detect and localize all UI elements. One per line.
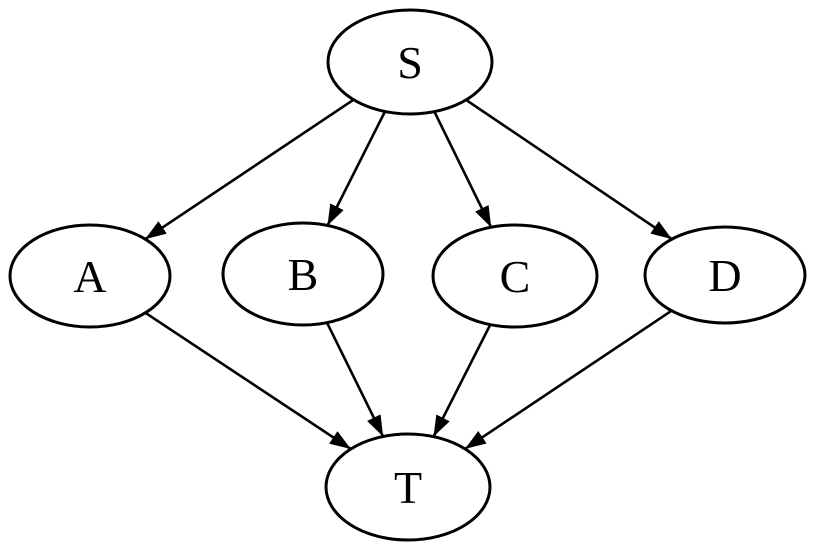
node-label: S bbox=[397, 37, 423, 88]
edge-S-A bbox=[144, 98, 355, 241]
edge-S-C bbox=[433, 111, 493, 228]
node-ellipse bbox=[324, 432, 492, 542]
node-label: C bbox=[500, 251, 531, 302]
node-ellipse bbox=[431, 223, 599, 329]
node-ellipse bbox=[326, 8, 494, 116]
node-label: A bbox=[73, 251, 106, 302]
edge-S-B bbox=[326, 110, 387, 227]
node-T: T bbox=[324, 432, 492, 542]
node-A: A bbox=[8, 223, 172, 329]
nodes-layer: S A B C D T bbox=[8, 8, 807, 542]
edge-A-T bbox=[144, 311, 352, 451]
node-label: D bbox=[708, 250, 741, 301]
edges-layer bbox=[144, 98, 673, 451]
node-S: S bbox=[326, 8, 494, 116]
edge-C-T bbox=[432, 324, 492, 438]
node-B: B bbox=[221, 221, 385, 327]
node-label: T bbox=[394, 462, 422, 513]
node-D: D bbox=[643, 225, 807, 325]
node-ellipse bbox=[221, 221, 385, 327]
edge-B-T bbox=[325, 322, 385, 438]
edge-D-T bbox=[464, 309, 673, 450]
node-C: C bbox=[431, 223, 599, 329]
node-label: B bbox=[288, 249, 319, 300]
node-ellipse bbox=[8, 223, 172, 329]
node-ellipse bbox=[643, 225, 807, 325]
edge-S-D bbox=[465, 98, 673, 241]
